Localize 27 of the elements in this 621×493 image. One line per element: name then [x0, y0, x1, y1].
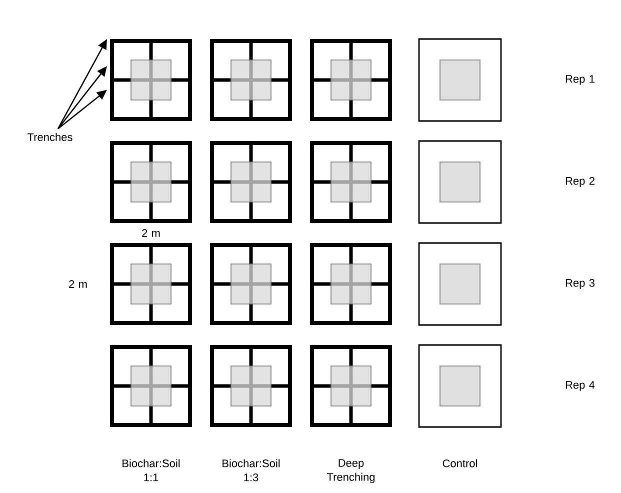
trench-plot — [110, 39, 192, 121]
trench-plot — [210, 39, 292, 121]
treatment-label: Control — [442, 459, 477, 468]
treatment-label: Biochar:Soil 1:3 — [222, 459, 280, 482]
rep-label: Rep 1 — [566, 75, 594, 85]
dimension-label: 2 m — [69, 280, 87, 288]
trench-plot — [110, 345, 192, 427]
trench-plot — [210, 243, 292, 325]
dimension-label: 2 m — [142, 229, 160, 237]
trench-plot — [210, 345, 292, 427]
trench-plot — [310, 243, 392, 325]
trench-plot — [110, 243, 192, 325]
control-plot — [418, 140, 502, 224]
rep-label: Rep 4 — [566, 381, 595, 391]
trench-plot — [310, 345, 392, 427]
trench-plot — [210, 141, 292, 223]
rep-label: Rep 3 — [566, 279, 594, 289]
trench-plot — [310, 141, 392, 223]
trench-plot — [310, 39, 392, 121]
text-label: Trenches — [28, 132, 72, 142]
control-plot — [418, 242, 502, 326]
rep-label: Rep 2 — [566, 177, 594, 187]
control-plot — [418, 344, 502, 428]
treatment-label: Biochar:Soil 1:1 — [122, 459, 180, 482]
control-plot — [418, 38, 502, 122]
trench-plot — [110, 141, 192, 223]
treatment-label: Deep Trenching — [327, 459, 375, 484]
